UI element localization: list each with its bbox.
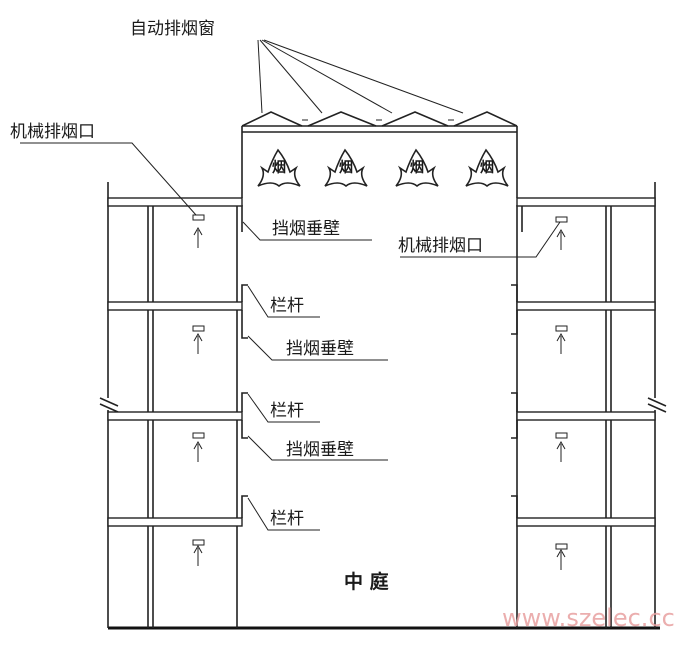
- left-exhaust-outlets: [192, 214, 205, 566]
- right-exhaust-outlets: [555, 216, 568, 570]
- left-railings: [241, 284, 248, 518]
- smoke-char: 烟: [339, 160, 353, 176]
- roof-skylight: [241, 111, 518, 198]
- railing-label-1: 栏杆: [270, 296, 304, 316]
- auto-vent-4: [453, 111, 518, 127]
- right-building: [516, 182, 667, 628]
- smoke-char: 烟: [480, 160, 494, 176]
- railing-label-3: 栏杆: [270, 509, 304, 529]
- auto-vent-1: [241, 111, 303, 127]
- smoke-plume-2: 烟: [324, 148, 368, 188]
- leader-lines: [20, 39, 561, 531]
- right-railings: [511, 284, 518, 518]
- mech-exhaust-left-label: 机械排烟口: [10, 122, 95, 142]
- smoke-barrier-label-3: 挡烟垂壁: [286, 440, 354, 460]
- railing-label-2: 栏杆: [270, 401, 304, 421]
- smoke-char: 烟: [410, 160, 424, 176]
- smoke-plume-1: 烟: [257, 148, 301, 188]
- auto-vent-label: 自动排烟窗: [130, 19, 215, 39]
- left-building: [99, 182, 243, 628]
- watermark: www.szelec.cc: [502, 604, 675, 632]
- smoke-plume-4: 烟: [465, 148, 509, 188]
- auto-vent-3: [381, 111, 449, 127]
- smoke-barrier-label-1: 挡烟垂壁: [272, 219, 340, 239]
- mech-exhaust-right-label: 机械排烟口: [398, 236, 483, 256]
- smoke-plume-3: 烟: [395, 148, 439, 188]
- smoke-barrier-label-2: 挡烟垂壁: [286, 339, 354, 359]
- atrium-label: 中 庭: [344, 570, 389, 593]
- auto-vent-2: [307, 111, 377, 127]
- smoke-char: 烟: [272, 160, 286, 176]
